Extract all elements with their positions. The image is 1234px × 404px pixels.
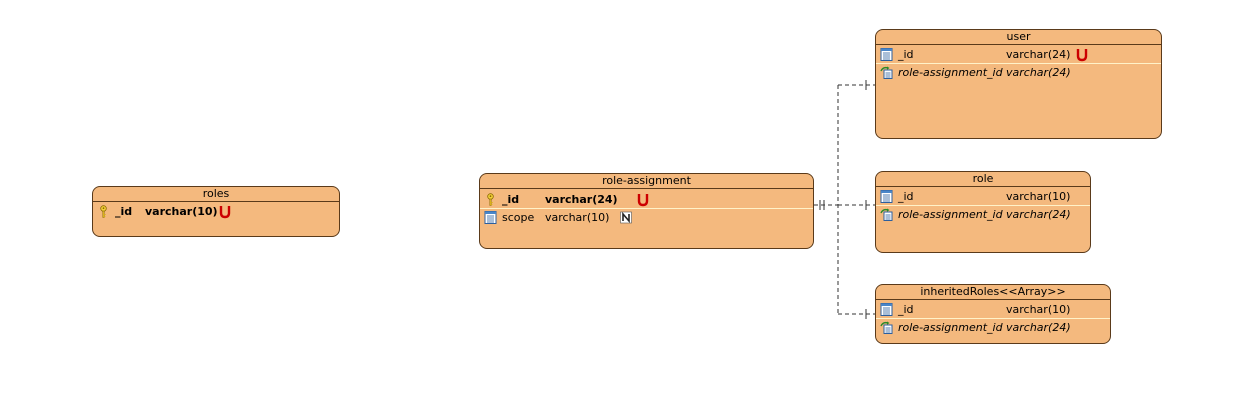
entity-roles[interactable]: roles _id varchar(10) xyxy=(92,186,340,237)
entity-title: role xyxy=(876,172,1090,187)
column-name: role-assignment_id xyxy=(898,66,1003,79)
column-row[interactable]: _id varchar(10) xyxy=(876,188,1090,206)
column-row[interactable]: _id varchar(24) xyxy=(876,46,1161,64)
foreign-key-icon xyxy=(880,208,893,221)
column-name: _id xyxy=(898,303,914,316)
column-type: varchar(24) xyxy=(1006,48,1071,61)
entity-title: role-assignment xyxy=(480,174,813,189)
column-name: _id xyxy=(115,205,133,218)
column-row[interactable]: _id varchar(24) xyxy=(480,191,813,209)
entity-title: user xyxy=(876,30,1161,45)
key-icon xyxy=(97,205,110,218)
unique-flag-icon xyxy=(637,194,649,207)
unique-flag-icon xyxy=(1076,49,1088,62)
entity-title: inheritedRoles<<Array>> xyxy=(876,285,1110,300)
nullable-flag-icon xyxy=(620,211,632,224)
column-row[interactable]: scope varchar(10) xyxy=(480,209,813,226)
column-type: varchar(24) xyxy=(1006,321,1071,334)
entity-role[interactable]: role _id varchar(10) role-assignment_id … xyxy=(875,171,1091,253)
key-icon xyxy=(484,193,497,206)
column-name: _id xyxy=(898,48,914,61)
column-name: _id xyxy=(502,193,520,206)
column-type: varchar(10) xyxy=(145,205,218,218)
entity-role-assignment[interactable]: role-assignment _id varchar(24) scope va… xyxy=(479,173,814,249)
column-type: varchar(10) xyxy=(1006,303,1071,316)
column-name: role-assignment_id xyxy=(898,321,1003,334)
column-type: varchar(24) xyxy=(545,193,618,206)
foreign-key-icon xyxy=(880,66,893,79)
column-row[interactable]: role-assignment_id varchar(24) xyxy=(876,319,1110,336)
column-row[interactable]: role-assignment_id varchar(24) xyxy=(876,64,1161,81)
column-icon xyxy=(880,303,893,316)
entity-user[interactable]: user _id varchar(24) role-assignment_id … xyxy=(875,29,1162,139)
column-icon xyxy=(484,211,497,224)
column-type: varchar(24) xyxy=(1006,66,1071,79)
entity-title: roles xyxy=(93,187,339,202)
column-row[interactable]: role-assignment_id varchar(24) xyxy=(876,206,1090,223)
foreign-key-icon xyxy=(880,321,893,334)
column-icon xyxy=(880,190,893,203)
column-type: varchar(10) xyxy=(1006,190,1071,203)
column-icon xyxy=(880,48,893,61)
column-type: varchar(24) xyxy=(1006,208,1071,221)
column-name: scope xyxy=(502,211,535,224)
column-name: role-assignment_id xyxy=(898,208,1003,221)
column-name: _id xyxy=(898,190,914,203)
column-row[interactable]: _id varchar(10) xyxy=(876,301,1110,319)
unique-flag-icon xyxy=(219,206,231,219)
entity-inherited-roles[interactable]: inheritedRoles<<Array>> _id varchar(10) … xyxy=(875,284,1111,344)
column-type: varchar(10) xyxy=(545,211,610,224)
column-row[interactable]: _id varchar(10) xyxy=(93,203,339,220)
